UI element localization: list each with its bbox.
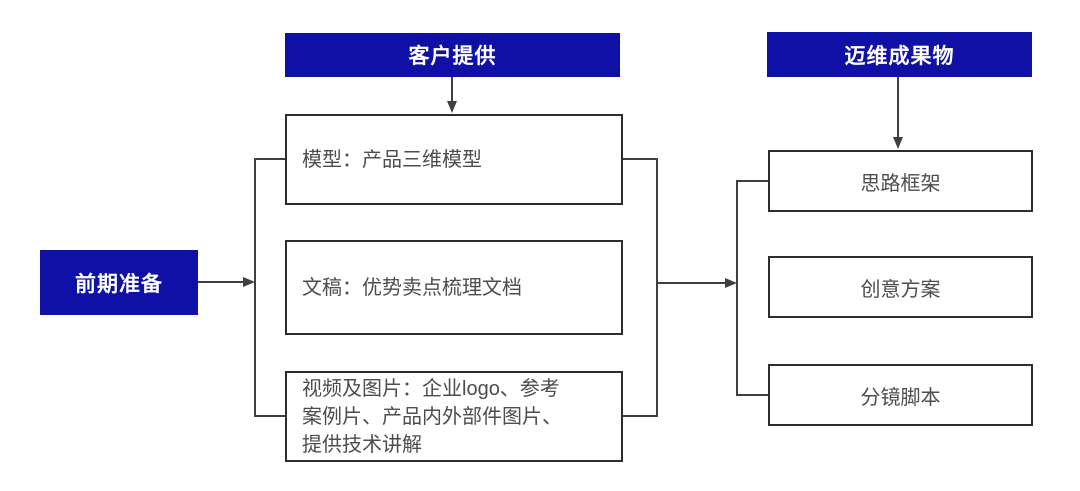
node-client-item-model-label: 模型：产品三维模型 <box>302 148 482 171</box>
header-client-provides-label: 客户提供 <box>408 45 497 68</box>
node-deliverable-storyboard: 分镜脚本 <box>768 364 1033 426</box>
node-deliverable-framework-label: 思路框架 <box>860 172 941 195</box>
node-deliverable-creative-plan: 创意方案 <box>768 256 1033 318</box>
node-deliverable-storyboard-label: 分镜脚本 <box>860 386 941 409</box>
header-deliverables-label: 迈维成果物 <box>844 44 955 68</box>
node-prep: 前期准备 <box>40 250 198 315</box>
node-prep-label: 前期准备 <box>75 272 163 296</box>
header-deliverables: 迈维成果物 <box>767 32 1032 77</box>
node-client-item-document-label: 文稿：优势卖点梳理文档 <box>302 276 522 299</box>
node-client-item-media: 视频及图片：企业logo、参考案例片、产品内外部件图片、提供技术讲解 <box>285 371 623 462</box>
node-deliverable-framework: 思路框架 <box>768 150 1033 212</box>
node-client-item-media-label: 视频及图片：企业logo、参考案例片、产品内外部件图片、提供技术讲解 <box>302 377 562 456</box>
node-deliverable-creative-plan-label: 创意方案 <box>860 278 941 301</box>
client-right-collector <box>623 158 658 417</box>
node-client-item-document: 文稿：优势卖点梳理文档 <box>285 240 623 335</box>
header-client-provides: 客户提供 <box>285 33 620 77</box>
client-left-bracket <box>254 158 285 417</box>
node-client-item-model: 模型：产品三维模型 <box>285 114 623 205</box>
deliverables-left-bracket <box>736 180 768 396</box>
